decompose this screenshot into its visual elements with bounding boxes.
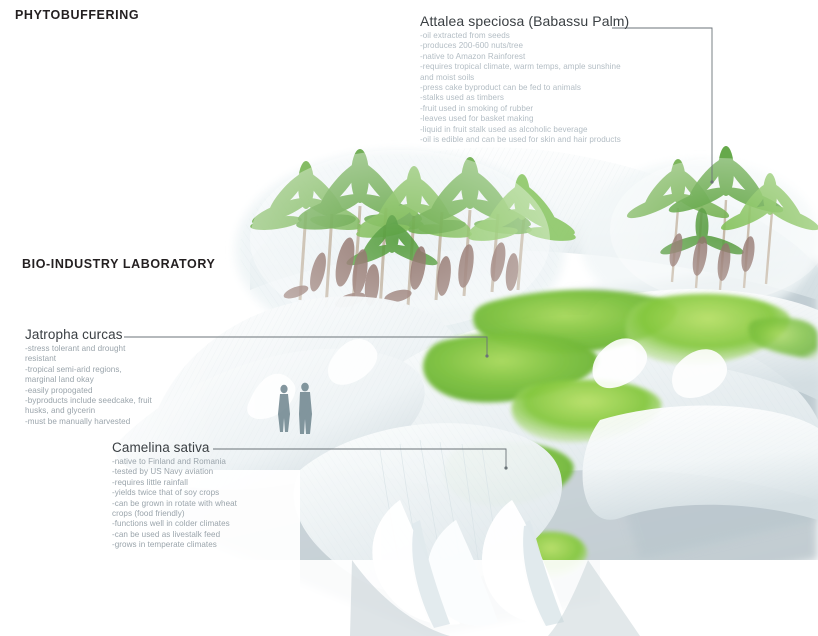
human-figures-pair: [278, 382, 312, 434]
crop-patch-right: [625, 293, 790, 365]
species-fact-line: -can be grown in rotate with wheat: [112, 498, 237, 508]
species-fact-line: -grows in temperate climates: [112, 540, 217, 550]
species-fact-line: -byproducts include seedcake, fruit: [25, 396, 152, 406]
species-fact-line: -fruit used in smoking of rubber: [420, 103, 534, 113]
leader-line-camelina: [213, 448, 507, 468]
callout-jatropha: Jatropha curcas -stress tolerant and dro…: [25, 327, 152, 427]
species-fact-line: -can be used as livestalk feed: [112, 529, 221, 539]
callout-attalea: Attalea speciosa (Babassu Palm) -oil ext…: [420, 14, 629, 145]
page-title: PHYTOBUFFERING: [15, 8, 140, 22]
species-fact-line: -leaves used for basket making: [420, 114, 534, 124]
leader-lines: [124, 27, 714, 470]
species-fact-line: -oil is edible and can be used for skin …: [420, 135, 621, 145]
palm-grove-center: [250, 149, 576, 330]
crop-patch-edge: [748, 317, 818, 360]
callout-camelina: Camelina sativa -native to Finland and R…: [112, 440, 237, 551]
species-fact-line: -oil extracted from seeds: [420, 31, 510, 40]
species-facts-attalea: -oil extracted from seeds-produces 200-6…: [420, 31, 629, 145]
species-fact-line: -tropical semi-arid regions,: [25, 364, 122, 374]
species-name-camelina: Camelina sativa: [112, 440, 210, 455]
palm-grove-right: [610, 146, 818, 302]
species-fact-line: -requires little rainfall: [112, 477, 188, 487]
species-name-jatropha: Jatropha curcas: [25, 327, 123, 342]
species-fact-line: -requires tropical climate, warm temps, …: [420, 62, 621, 72]
species-name-attalea: Attalea speciosa (Babassu Palm): [420, 13, 630, 29]
species-fact-line: crops (food friendly): [112, 509, 185, 519]
species-fact-line: -yields twice that of soy crops: [112, 488, 220, 498]
species-fact-line: -liquid in fruit stalk used as alcoholic…: [420, 124, 588, 134]
leader-line-jatropha: [124, 336, 488, 356]
species-fact-line: resistant: [25, 354, 57, 364]
species-fact-line: -must be manually harvested: [25, 416, 131, 426]
species-fact-line: marginal land okay: [25, 375, 94, 385]
species-facts-camelina: -native to Finland and Romania-tested by…: [112, 457, 237, 551]
species-fact-line: -easily propogated: [25, 385, 93, 395]
species-fact-line: -press cake byproduct can be fed to anim…: [420, 83, 581, 93]
species-fact-line: -tested by US Navy aviation: [112, 467, 214, 477]
species-fact-line: -native to Finland and Romania: [112, 457, 226, 466]
species-fact-line: and moist soils: [420, 72, 475, 82]
species-fact-line: -produces 200-600 nuts/tree: [420, 41, 524, 51]
species-fact-line: -stress tolerant and drought: [25, 344, 126, 353]
leader-line-attalea: [612, 27, 713, 182]
species-fact-line: husks, and glycerin: [25, 406, 96, 416]
species-fact-line: -stalks used as timbers: [420, 93, 504, 103]
project-label: BIO-INDUSTRY LABORATORY: [22, 257, 216, 271]
species-fact-line: -native to Amazon Rainforest: [420, 51, 526, 61]
species-fact-line: -functions well in colder climates: [112, 519, 230, 529]
